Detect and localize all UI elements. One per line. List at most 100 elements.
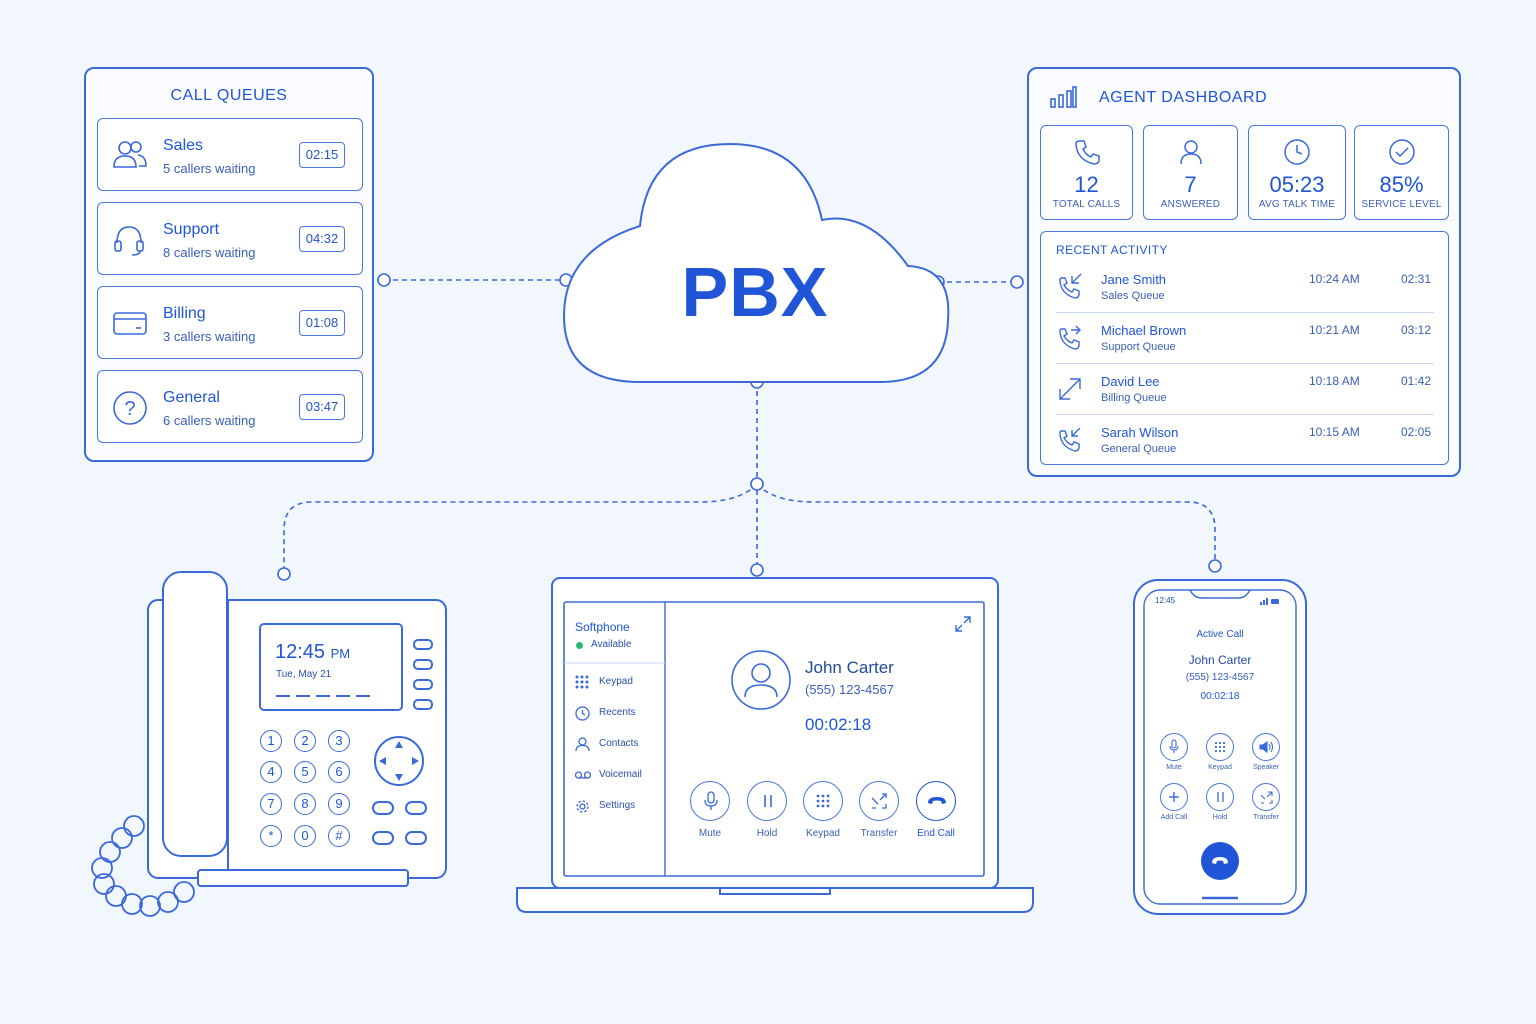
sidebar-item-recents[interactable]: Recents [575,706,660,722]
deskphone-key[interactable]: 4 [260,761,282,783]
mobile-transfer-label: Transfer [1253,814,1279,821]
softphone-app-name: Softphone [575,620,630,634]
speaker-icon [1259,741,1274,754]
forwarded-call-icon [1059,325,1081,350]
end-call-label: End Call [917,828,955,839]
queue-name: General [163,389,220,406]
softphone-caller-name: John Carter [805,658,894,677]
mobile-add-call-button[interactable] [1160,783,1188,811]
sidebar-item-contacts[interactable]: Contacts [575,737,660,753]
transfer-icon [1260,791,1273,804]
expand-icon[interactable] [954,615,972,633]
queue-wait-time: 02:15 [299,142,345,168]
divider [1056,414,1434,415]
transfer-button[interactable] [859,781,899,821]
deskphone-key[interactable]: 8 [294,793,316,815]
queue-card-sales[interactable]: Sales 5 callers waiting 02:15 [97,118,363,191]
stat-value: 12 [1074,172,1099,197]
credit-card-icon [113,312,147,335]
queue-card-general[interactable]: ? General 6 callers waiting 03:47 [97,370,363,443]
hold-button[interactable] [747,781,787,821]
user-icon [1179,140,1202,165]
activity-duration: 03:12 [1401,323,1432,337]
activity-name: Jane Smith [1101,272,1167,287]
caller-avatar [731,650,791,710]
deskphone-clock: 12:45 [275,641,326,663]
sidebar-item-voicemail[interactable]: Voicemail [575,768,660,784]
mute-button[interactable] [690,781,730,821]
keypad-label: Keypad [806,828,840,839]
mobile-mute-label: Mute [1166,764,1182,771]
deskphone-key[interactable]: * [260,825,282,847]
hangup-icon [928,797,946,804]
stat-service-level: 85% SERVICE LEVEL [1354,125,1449,220]
softphone-sidebar: Softphone Available Keypad Recents Conta… [565,603,665,873]
mobile-keypad-button[interactable] [1206,733,1234,761]
activity-row[interactable]: Jane Smith Sales Queue 10:24 AM 02:31 [1041,262,1447,312]
deskphone-key[interactable]: 3 [328,730,350,752]
svg-text:?: ? [124,398,135,420]
keypad-button[interactable] [803,781,843,821]
softphone-status: Available [591,639,632,650]
deskphone-key[interactable]: 7 [260,793,282,815]
pause-icon [1217,792,1224,802]
microphone-icon [704,791,718,810]
mobile-speaker-button[interactable] [1252,733,1280,761]
agent-dashboard-title: AGENT DASHBOARD [1099,89,1268,106]
deskphone-key[interactable]: # [328,825,350,847]
queue-name: Support [163,221,220,238]
deskphone-key[interactable]: 0 [294,825,316,847]
missed-call-icon [1059,427,1081,452]
agent-dashboard-panel: AGENT DASHBOARD 12 TOTAL CALLS 7 ANSWERE… [1027,67,1461,477]
mobile-call-duration: 00:02:18 [1200,691,1240,702]
clock-icon [1284,139,1310,165]
queue-card-billing[interactable]: Billing 3 callers waiting 01:08 [97,286,363,359]
deskphone-key[interactable]: 5 [294,761,316,783]
softphone-caller-number: (555) 123-4567 [805,682,894,697]
deskphone-key[interactable]: 1 [260,730,282,752]
queue-waiting: 3 callers waiting [163,329,256,344]
queue-wait-time: 03:47 [299,394,345,420]
activity-row[interactable]: Sarah Wilson General Queue 10:15 AM 02:0… [1041,415,1447,465]
queue-card-support[interactable]: Support 8 callers waiting 04:32 [97,202,363,275]
sidebar-item-keypad[interactable]: Keypad [575,675,660,691]
stat-value: 05:23 [1269,172,1325,197]
mobile-mute-button[interactable] [1160,733,1188,761]
queue-waiting: 5 callers waiting [163,161,256,176]
keypad-icon [1214,741,1226,753]
deskphone-key[interactable]: 2 [294,730,316,752]
clock-icon [575,706,590,721]
stat-label: TOTAL CALLS [1052,199,1121,210]
transfer-arrow-icon [1059,378,1081,400]
sidebar-item-label: Voicemail [599,769,642,780]
pbx-cloud [562,142,950,383]
phone-icon [1074,140,1100,165]
mobile-add-call-label: Add Call [1160,814,1188,821]
activity-time: 10:24 AM [1309,272,1360,286]
mobile-hold-button[interactable] [1206,783,1234,811]
deskphone-key[interactable]: 9 [328,793,350,815]
mobile-transfer-button[interactable] [1252,783,1280,811]
activity-row[interactable]: Michael Brown Support Queue 10:21 AM 03:… [1041,313,1447,363]
sidebar-item-settings[interactable]: Settings [575,799,660,815]
mobile-end-call-button[interactable] [1201,842,1239,880]
pause-icon [764,795,772,807]
stat-label: ANSWERED [1160,199,1221,210]
deskphone-key[interactable]: 6 [328,761,350,783]
users-icon [113,141,147,168]
mobile-status-time: 12:45 [1155,596,1176,605]
headset-icon [114,226,144,256]
bar-chart-icon [1050,86,1077,108]
mobile-caller-number: (555) 123-4567 [1185,672,1255,683]
mobile-speaker-label: Speaker [1252,764,1280,771]
end-call-button[interactable] [916,781,956,821]
mobile-keypad-label: Keypad [1208,764,1232,771]
activity-duration: 01:42 [1401,374,1432,388]
activity-row[interactable]: David Lee Billing Queue 10:18 AM 01:42 [1041,364,1447,414]
activity-duration: 02:05 [1401,425,1432,439]
keypad-icon [816,794,830,808]
transfer-label: Transfer [860,828,898,839]
activity-queue: Sales Queue [1101,290,1165,302]
softphone-call-duration: 00:02:18 [805,715,872,734]
activity-duration: 02:31 [1401,272,1432,286]
